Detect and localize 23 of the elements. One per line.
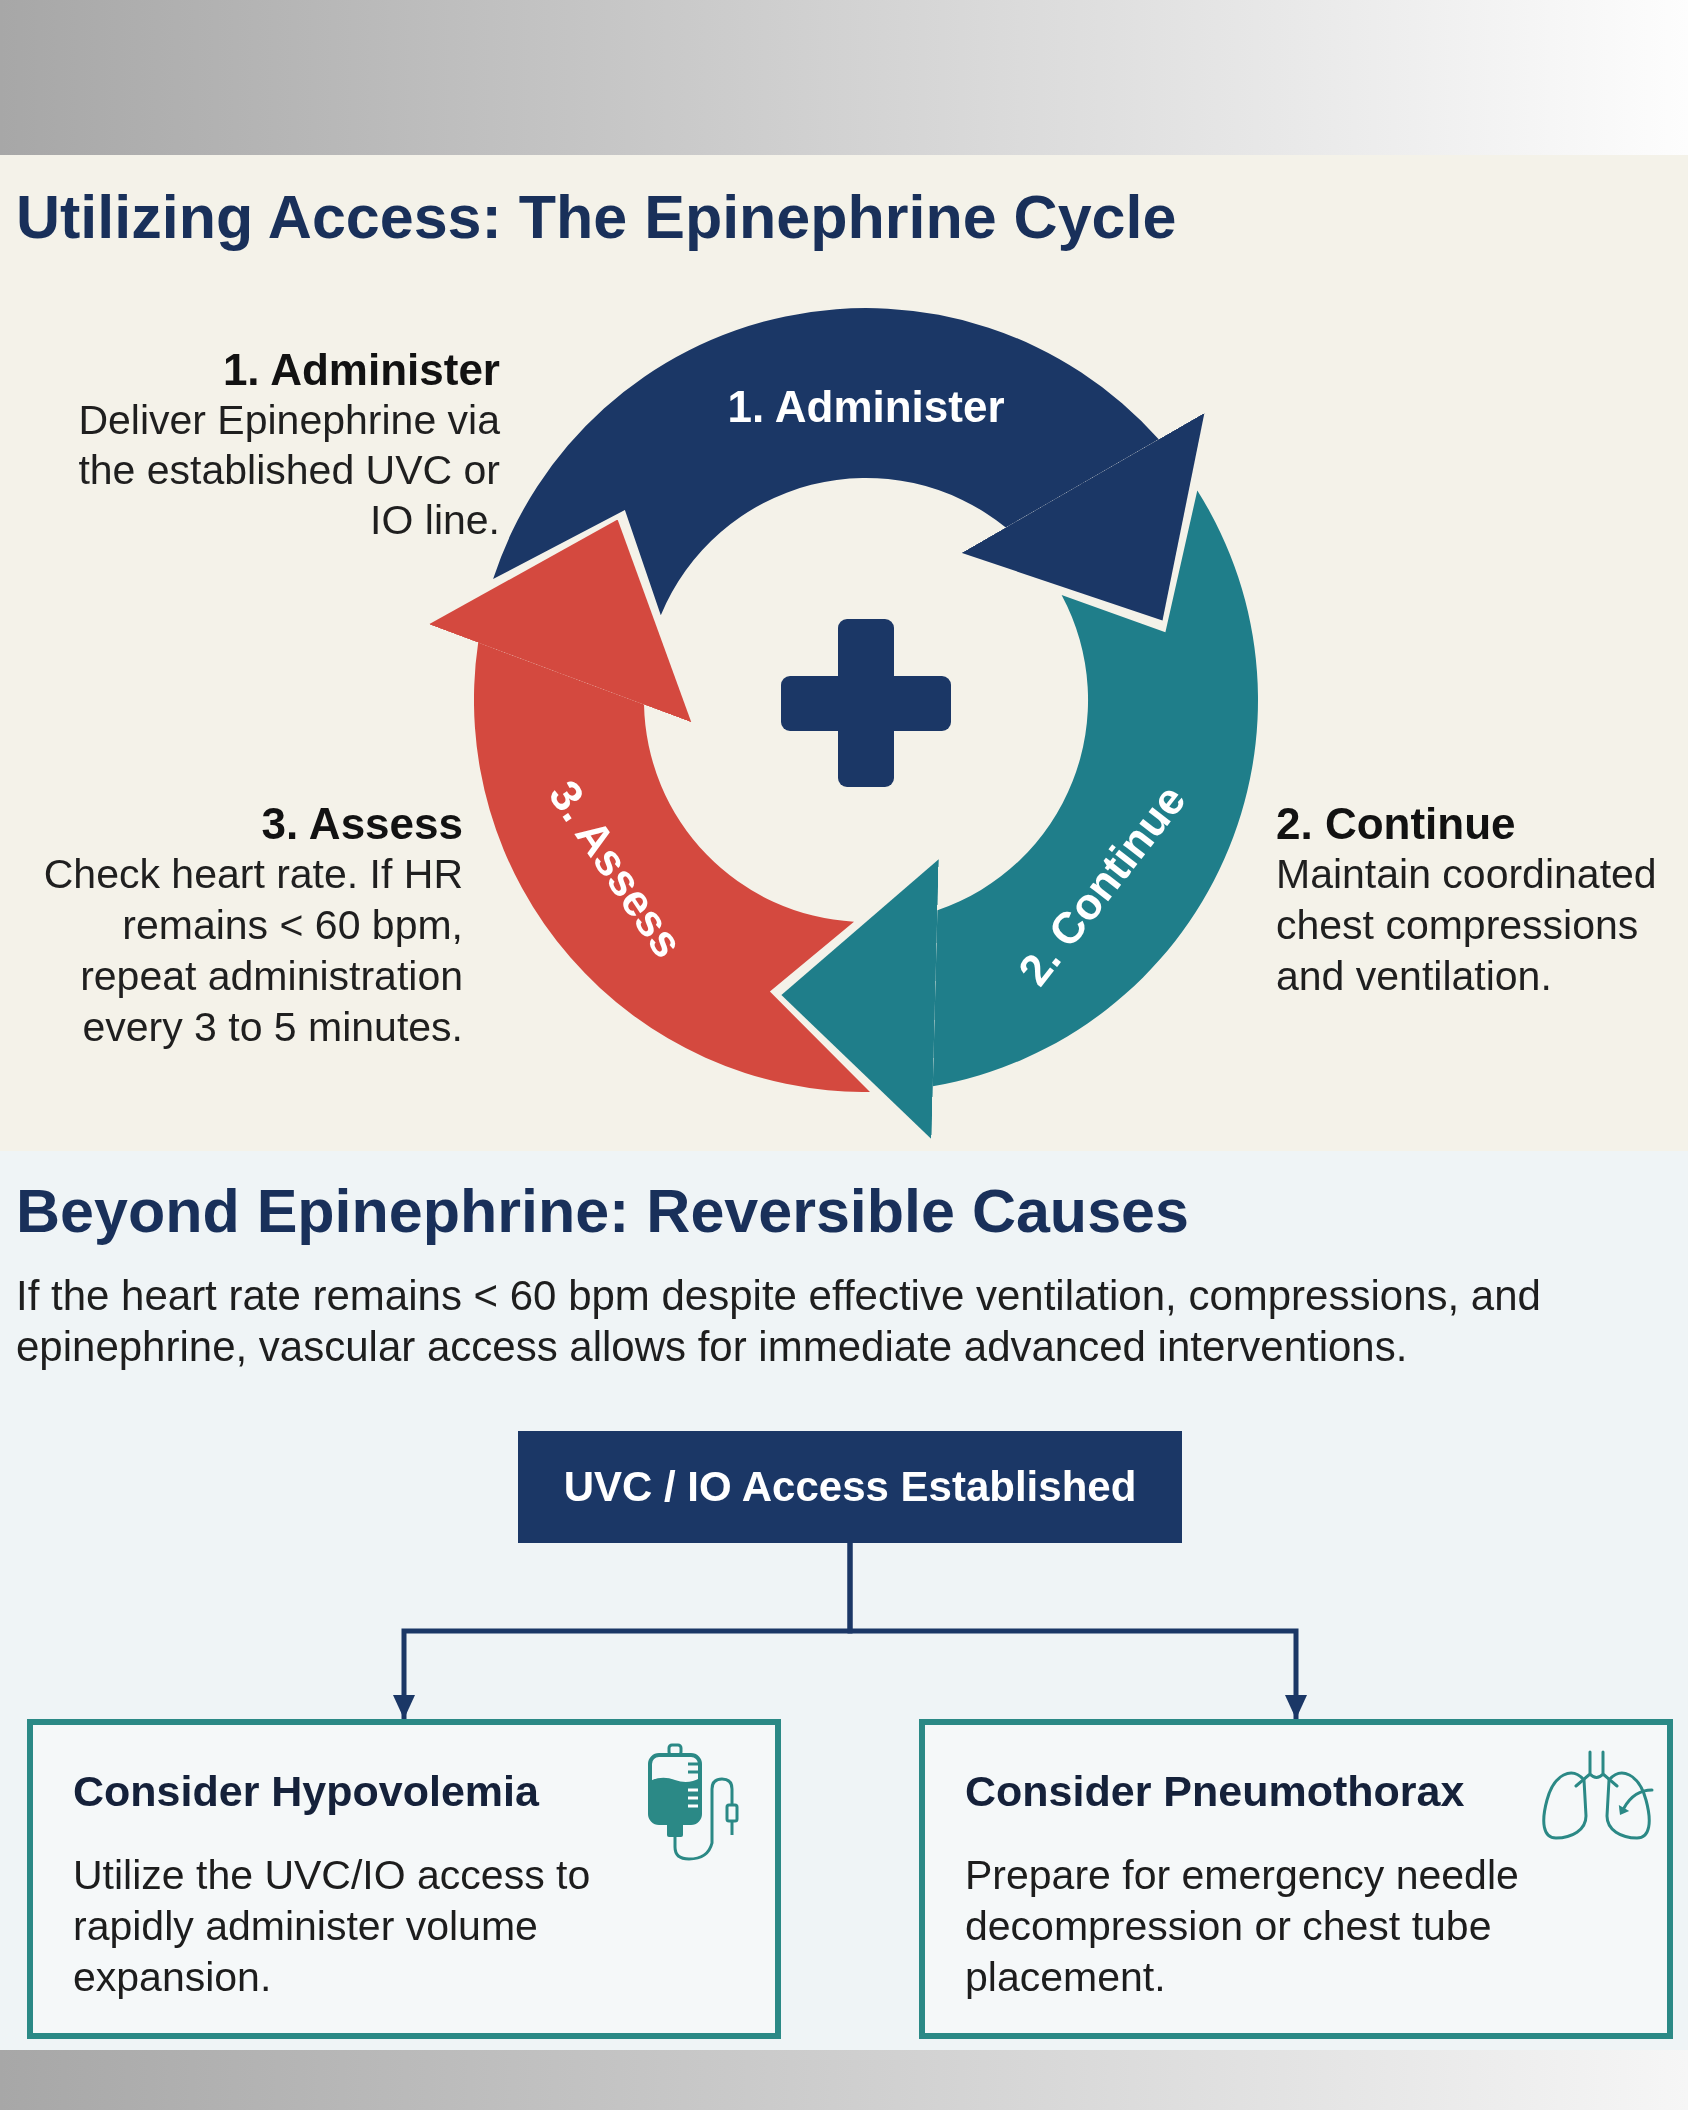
step-description: Deliver Epinephrine via the established UVC or IO line. [77, 396, 500, 545]
curved-band [474, 642, 871, 1092]
connector-arrow [847, 1543, 1307, 1719]
step-description: Maintain coordinated chest compressions and ventilation. [1276, 850, 1658, 1001]
arrowhead [429, 519, 692, 723]
card-text: Utilize the UVC/IO access to rapidly administer volume expansion. [73, 1851, 592, 2002]
process-box: UVC / IO Access Established [518, 1431, 1182, 1543]
step-heading: 1. Administer [221, 345, 500, 395]
curved-band [932, 490, 1258, 1087]
intro-paragraph: If the heart rate remains < 60 bpm despite effective ventilation, compressions, and epinephrine, vascular access allows for immediate advanced interventions. [16, 1271, 1542, 1372]
arrow-label: 1. Administer [727, 382, 1005, 432]
arrowhead [781, 859, 939, 1140]
step-heading: 3. Assess [260, 799, 463, 849]
section-title: Utilizing Access: The Epinephrine Cycle [16, 182, 1177, 253]
info-card [919, 1719, 1673, 2039]
step-heading: 2. Continue [1276, 799, 1517, 849]
card-heading: Consider Pneumothorax [965, 1766, 1465, 1817]
arrowhead [961, 413, 1205, 621]
step-description: Check heart rate. If HR remains < 60 bpm, repeat administration every 3 to 5 minutes. [42, 850, 463, 1052]
card-heading: Consider Hypovolemia [73, 1766, 539, 1817]
info-card [27, 1719, 781, 2039]
card-text: Prepare for emergency needle decompression or chest tube placement. [965, 1851, 1520, 2002]
section-title: Beyond Epinephrine: Reversible Causes [16, 1176, 1190, 1247]
